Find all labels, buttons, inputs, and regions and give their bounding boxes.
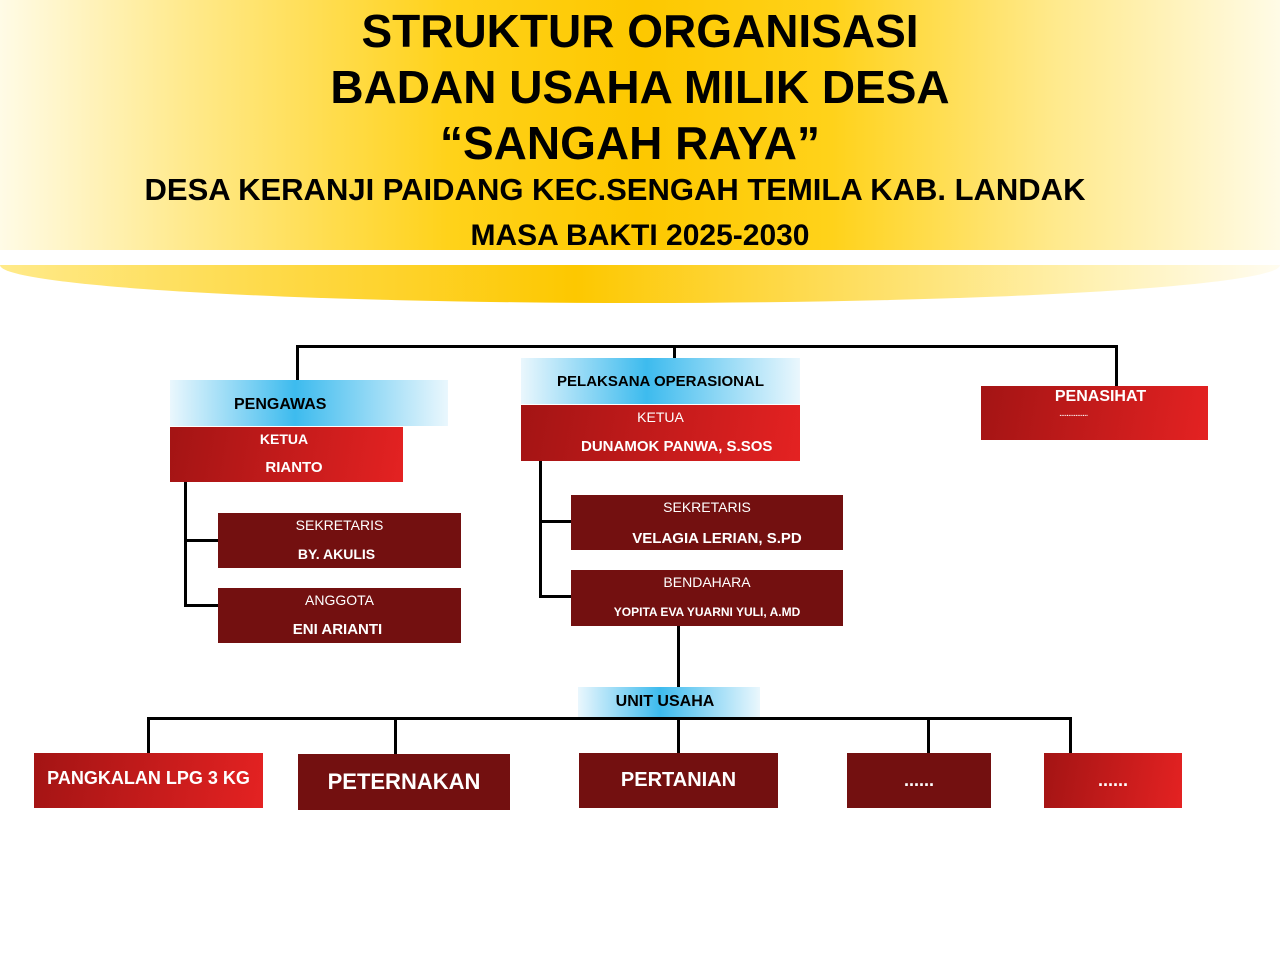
- connector: [1069, 717, 1072, 753]
- pengawas-ketua-box: KETUA RIANTO: [170, 427, 403, 482]
- member-name: BY. AKULIS: [297, 546, 376, 562]
- title-line-1: STRUKTUR ORGANISASI: [361, 5, 919, 57]
- pelaksana-sekretaris-box: SEKRETARIS VELAGIA LERIAN, S.PD: [571, 495, 843, 550]
- role-label: ANGGOTA: [305, 592, 374, 608]
- connector: [147, 717, 150, 753]
- connector: [539, 520, 571, 523]
- connector: [1115, 345, 1118, 386]
- connector: [184, 539, 218, 542]
- member-name: RIANTO: [265, 459, 323, 476]
- pelaksana-ketua-box: KETUA DUNAMOK PANWA, S.SOS: [521, 405, 800, 461]
- connector: [147, 717, 1072, 720]
- connector: [673, 345, 676, 358]
- pelaksana-bendahara-box: BENDAHARA YOPITA EVA YUARNI YULI, A.MD: [571, 570, 843, 626]
- unit-placeholder: ......: [1044, 753, 1182, 808]
- subtitle-location: DESA KERANJI PAIDANG KEC.SENGAH TEMILA K…: [144, 172, 1086, 207]
- pengawas-sekretaris-box: SEKRETARIS BY. AKULIS: [218, 513, 461, 568]
- connector: [296, 345, 299, 380]
- role-label: KETUA: [637, 409, 684, 425]
- role-label: SEKRETARIS: [295, 517, 384, 533]
- unit-peternakan: PETERNAKAN: [298, 754, 510, 810]
- title-line-3: “SANGAH RAYA”: [439, 117, 821, 169]
- role-label: BENDAHARA: [663, 574, 751, 590]
- connector: [297, 345, 1118, 348]
- connector: [394, 717, 397, 754]
- member-name: YOPITA EVA YUARNI YULI, A.MD: [613, 605, 801, 619]
- member-name: ENI ARIANTI: [292, 621, 383, 638]
- connector: [184, 482, 187, 606]
- member-name: DUNAMOK PANWA, S.SOS: [581, 438, 773, 455]
- connector: [927, 717, 930, 753]
- pelaksana-header: PELAKSANA OPERASIONAL: [521, 358, 800, 404]
- unit-placeholder: ......: [847, 753, 991, 808]
- subtitle-period: MASA BAKTI 2025-2030: [470, 219, 810, 252]
- connector: [539, 595, 571, 598]
- connector: [539, 461, 542, 597]
- member-name: ................: [1059, 408, 1088, 419]
- connector: [184, 604, 218, 607]
- title-line-2: BADAN USAHA MILIK DESA: [330, 61, 950, 113]
- unit-lpg: PANGKALAN LPG 3 KG: [34, 753, 263, 808]
- member-name: VELAGIA LERIAN, S.PD: [632, 530, 802, 547]
- pengawas-header: PENGAWAS: [170, 380, 448, 426]
- header-banner: [0, 0, 1280, 250]
- decorative-stripe: [0, 265, 1280, 303]
- unit-pertanian: PERTANIAN: [579, 753, 778, 808]
- role-label: KETUA: [259, 431, 309, 447]
- pengawas-anggota-box: ANGGOTA ENI ARIANTI: [218, 588, 461, 643]
- role-label: SEKRETARIS: [663, 499, 751, 515]
- role-label: PENASIHAT: [1054, 388, 1147, 405]
- penasihat-box: PENASIHAT ................: [981, 386, 1208, 440]
- unit-usaha-header: UNIT USAHA: [578, 687, 760, 717]
